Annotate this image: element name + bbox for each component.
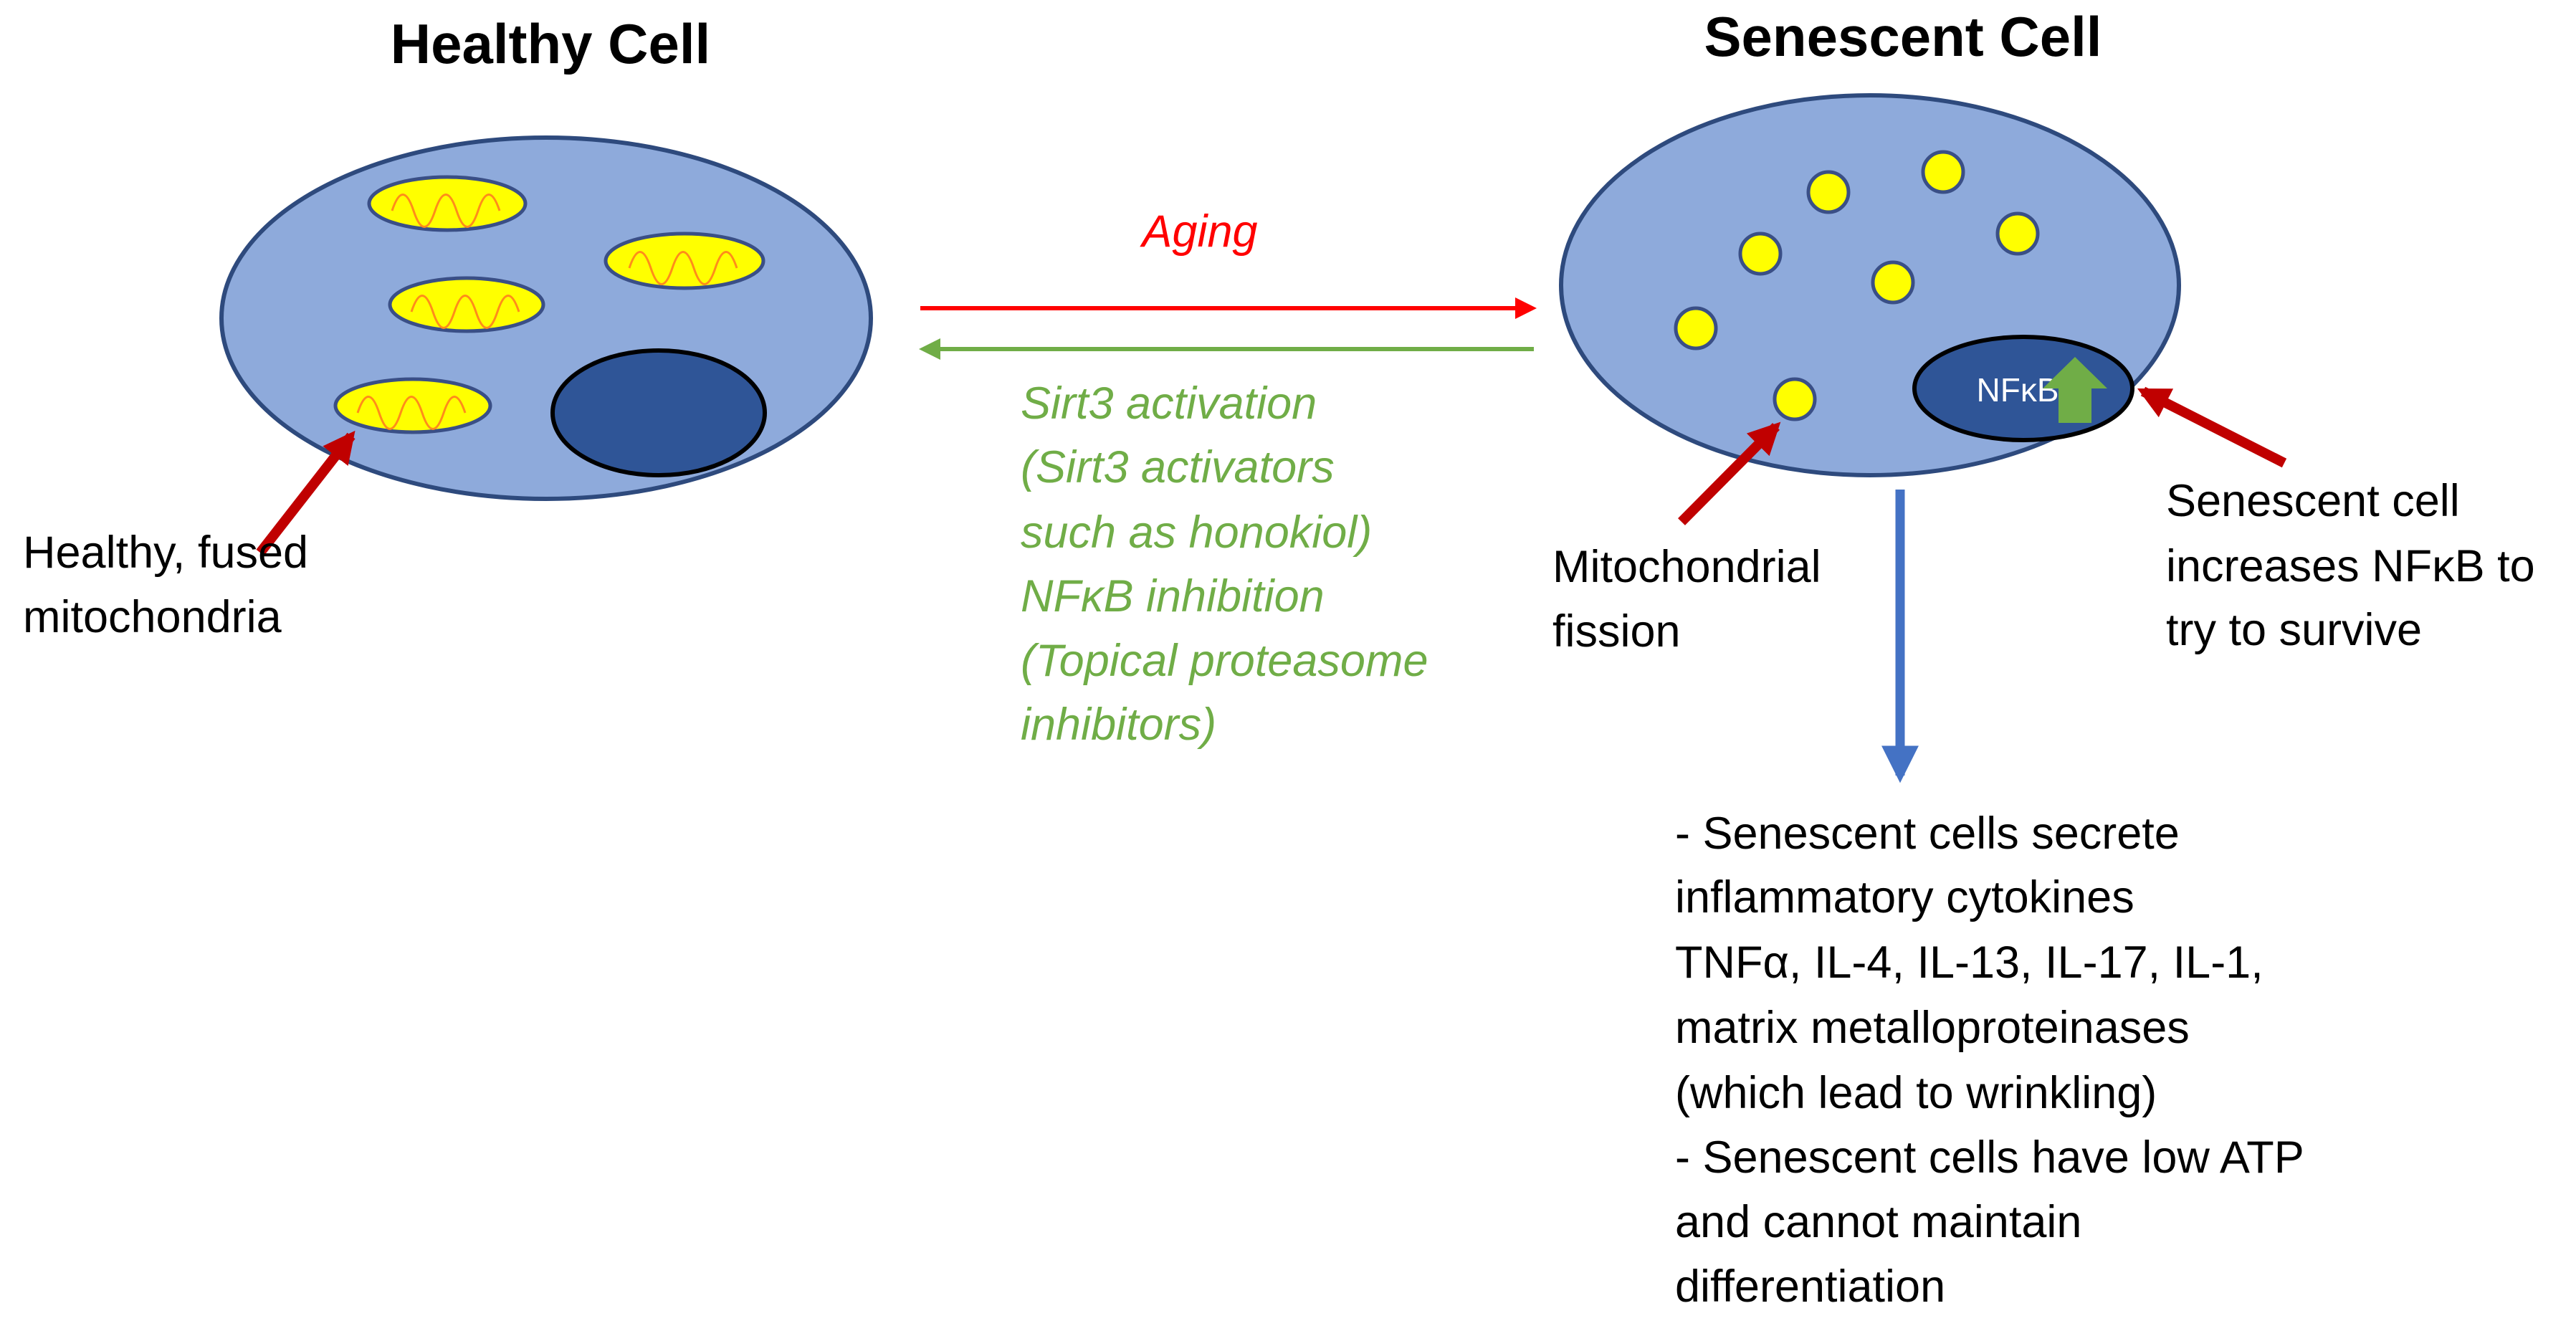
fission-label: Mitochondrial fission (1552, 542, 1821, 657)
fragmented-mitochondrion (1806, 170, 1851, 214)
svg-text:Senescent cell: Senescent cell (2166, 476, 2460, 526)
healthy-mitochondria-pointer (256, 430, 356, 556)
senescence-outcomes: - Senescent cells secrete inflammatory c… (1675, 809, 2304, 1312)
fission-pointer (1678, 421, 1781, 525)
fused-mitochondrion (367, 175, 528, 232)
fragmented-mitochondrion (1921, 150, 1965, 194)
reversal-line: such as honokiol) (1021, 507, 1372, 558)
svg-text:Healthy, fused: Healthy, fused (23, 528, 308, 578)
reversal-line: inhibitors) (1021, 700, 1216, 750)
healthy-cell-body (219, 135, 873, 501)
reversal-line: (Sirt3 activators (1021, 442, 1335, 492)
fragmented-mitochondrion (1773, 377, 1817, 421)
nucleus-nfkb-label: NFκB (1977, 371, 2059, 409)
fused-mitochondrion (333, 377, 492, 434)
nfkb-callout-label: Senescent cell increases NFκB to try to … (2166, 476, 2535, 655)
reversal-line: Sirt3 activation (1021, 378, 1317, 429)
healthy-mitochondria-label: Healthy, fused mitochondria (23, 528, 308, 642)
fragmented-mitochondrion (1995, 211, 2040, 256)
fragmented-mitochondrion (1871, 260, 1915, 305)
outcome-line: - Senescent cells secrete (1675, 809, 2180, 859)
reversal-line: (Topical proteasome (1021, 636, 1428, 686)
healthy-cell-title: Healthy Cell (391, 12, 710, 75)
outcome-line: matrix metalloproteinases (1675, 1003, 2190, 1053)
outcome-line: TNFα, IL-4, IL-13, IL-17, IL-1, (1675, 938, 2263, 988)
senescent-cell-title: Senescent Cell (1704, 5, 2102, 68)
nfkb-up-arrow (2043, 357, 2107, 423)
fused-mitochondrion (388, 276, 545, 333)
healthy-nucleus (550, 348, 767, 477)
svg-text:increases NFκB to: increases NFκB to (2166, 541, 2535, 591)
svg-text:fission: fission (1552, 606, 1681, 657)
outcome-line: - Senescent cells have low ATP (1675, 1132, 2304, 1183)
outcome-line: (which lead to wrinkling) (1675, 1068, 2157, 1118)
senescent-cell: NFκB (1559, 93, 2181, 477)
svg-text:mitochondria: mitochondria (23, 592, 282, 642)
outcome-line: differentiation (1675, 1261, 1945, 1312)
fragmented-mitochondrion (1674, 306, 1718, 350)
nfkb-pointer (2137, 386, 2287, 468)
reversal-line: NFκB inhibition (1021, 571, 1325, 621)
healthy-cell (219, 135, 873, 501)
svg-text:try to survive: try to survive (2166, 605, 2422, 655)
outcome-line: inflammatory cytokines (1675, 872, 2134, 922)
outcome-line: and cannot maintain (1675, 1197, 2081, 1247)
fragmented-mitochondrion (1738, 232, 1783, 276)
aging-label: Aging (1139, 206, 1257, 257)
svg-text:Mitochondrial: Mitochondrial (1552, 542, 1821, 592)
fused-mitochondrion (604, 232, 765, 290)
reversal-text: Sirt3 activation (Sirt3 activators such … (1021, 378, 1428, 750)
